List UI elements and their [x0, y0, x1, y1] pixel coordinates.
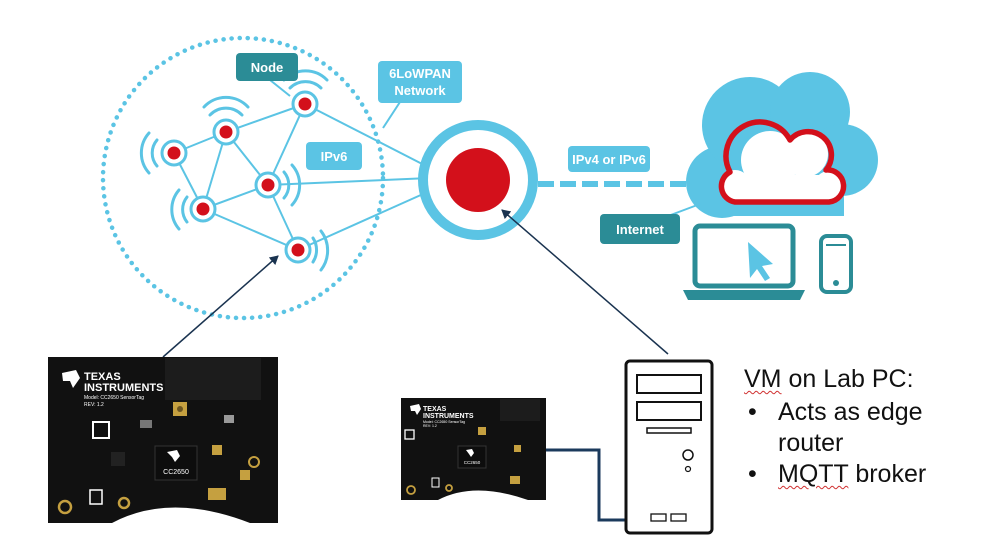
svg-text:REV: 1.2: REV: 1.2 [423, 424, 437, 428]
vm-bullet: Acts as edge router [744, 397, 979, 459]
sensortag-board-left: TEXAS INSTRUMENTS Model: CC2650 SensorTa… [48, 357, 278, 523]
cloud-icon [686, 72, 878, 218]
internet-link: IPv4 or IPv6 [538, 146, 708, 187]
svg-text:Internet: Internet [616, 222, 664, 237]
mesh-node [254, 171, 282, 199]
ti-logo-icon [410, 404, 421, 415]
svg-text:REV: 1.2: REV: 1.2 [84, 402, 104, 408]
svg-text:Node: Node [251, 60, 284, 75]
network-label: 6LoWPAN Network [378, 61, 462, 129]
svg-text:INSTRUMENTS: INSTRUMENTS [84, 382, 163, 394]
svg-text:INSTRUMENTS: INSTRUMENTS [423, 413, 474, 420]
lab-pc-tower-icon [624, 359, 714, 535]
svg-text:6LoWPAN: 6LoWPAN [389, 66, 451, 81]
node-label: Node [236, 53, 298, 97]
svg-text:Model: CC2650 SensorTag: Model: CC2650 SensorTag [84, 395, 144, 401]
svg-text:TEXAS: TEXAS [84, 371, 121, 383]
internet-label: Internet [600, 203, 701, 244]
mesh-node [160, 139, 188, 167]
edge-router [418, 120, 538, 240]
mesh-nodes [160, 90, 319, 264]
vm-bullet-list: Acts as edge router MQTT broker [744, 397, 979, 490]
svg-text:TEXAS: TEXAS [423, 406, 447, 413]
6lowpan-network-boundary [100, 35, 386, 321]
sensor-node-arrow [162, 255, 279, 358]
svg-text:Network: Network [394, 83, 446, 98]
svg-text:CC2650: CC2650 [163, 469, 189, 476]
svg-text:CC2650: CC2650 [464, 460, 481, 465]
ti-logo-icon [62, 370, 80, 388]
usb-cable [546, 448, 648, 522]
svg-text:IPv4 or IPv6: IPv4 or IPv6 [572, 152, 646, 167]
vm-description: VM on Lab PC: Acts as edge router MQTT b… [744, 364, 979, 490]
mesh-node [284, 236, 312, 264]
svg-text:IPv6: IPv6 [321, 149, 348, 164]
phone-icon [819, 234, 853, 294]
vm-title: VM on Lab PC: [744, 365, 914, 393]
mesh-node [291, 90, 319, 118]
edge-router-arrow [501, 209, 669, 355]
ipv6-label: IPv6 [306, 142, 362, 170]
mesh-node [189, 195, 217, 223]
signal-arcs [139, 69, 330, 272]
mesh-node [212, 118, 240, 146]
sensortag-board-right: TEXAS INSTRUMENTS Model: CC2650 SensorTa… [401, 398, 546, 500]
mesh-links [173, 103, 433, 251]
svg-text:Model: CC2650 SensorTag: Model: CC2650 SensorTag [423, 420, 465, 424]
vm-bullet: MQTT broker [744, 459, 979, 490]
laptop-icon [683, 223, 805, 300]
